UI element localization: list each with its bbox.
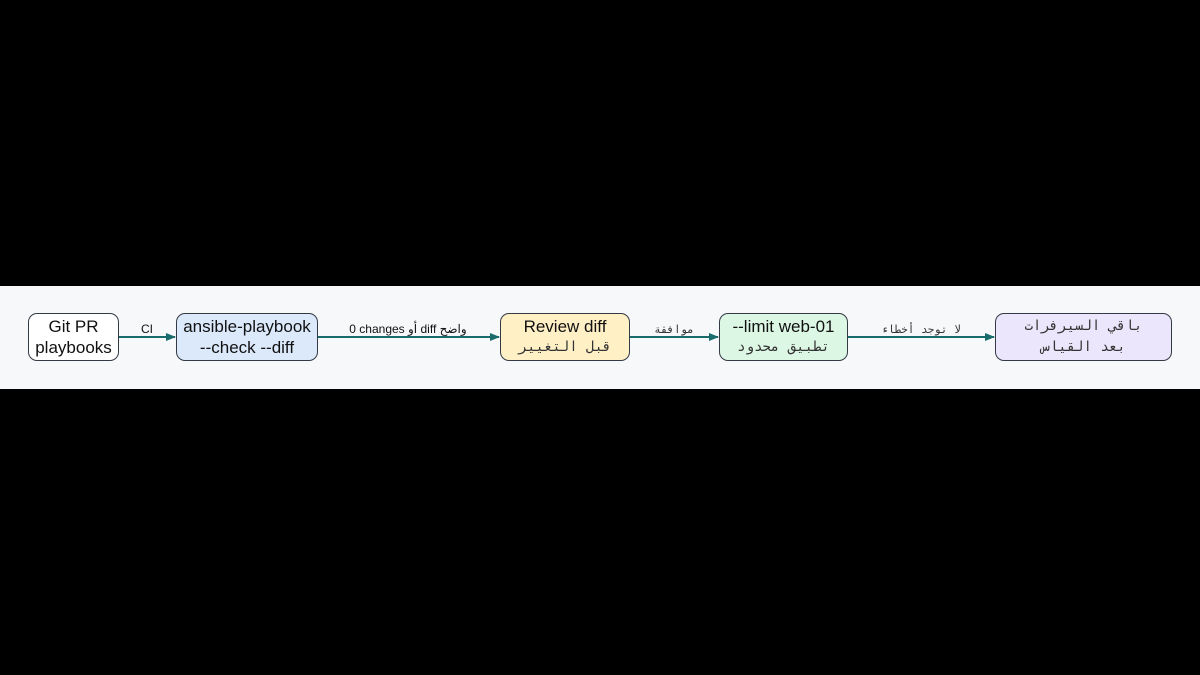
edge-label-check-review: 0 changes أو diff واضح [349, 322, 467, 336]
node-git-pr-line2: playbooks [35, 338, 112, 357]
edge-label-ci: CI [141, 322, 153, 336]
node-git-pr: Git PR playbooks [28, 313, 119, 361]
node-limit-web01-line1: --limit web-01 [732, 317, 835, 336]
node-limit-web01: --limit web-01 تطبيق محدود [719, 313, 848, 361]
edge-label-no-errors: لا توجد أخطاء [881, 323, 961, 336]
node-review-diff-line1: Review diff [523, 317, 607, 336]
node-ansible-check-line2: --check --diff [199, 338, 295, 357]
node-ansible-check-line1: ansible-playbook [183, 317, 311, 336]
node-rest-servers: باقي السيرفرات بعد القياس [995, 313, 1172, 361]
node-rest-servers-line1: باقي السيرفرات [1024, 318, 1143, 334]
node-ansible-check: ansible-playbook --check --diff [176, 313, 318, 361]
node-limit-web01-line2: تطبيق محدود [737, 339, 830, 355]
edge-label-approval: موافقة [654, 323, 694, 336]
node-review-diff-line2: قبل التغيير [518, 339, 612, 355]
node-rest-servers-line2: بعد القياس [1041, 339, 1126, 355]
node-git-pr-line1: Git PR [48, 317, 99, 336]
node-review-diff: Review diff قبل التغيير [500, 313, 630, 361]
